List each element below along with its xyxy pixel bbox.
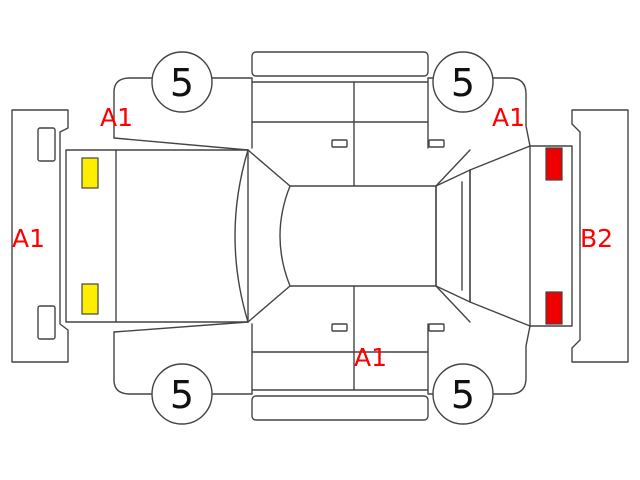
- front-bumper: [11, 109, 69, 363]
- tire-rear-left-rating: 5: [451, 61, 475, 105]
- tire-front-left: 5: [151, 51, 213, 113]
- tire-front-right-rating: 5: [170, 373, 194, 417]
- rear-bumper: [571, 109, 629, 363]
- tire-front-left-rating: 5: [170, 61, 194, 105]
- top-side-skirt: [251, 51, 429, 77]
- top-doors: [251, 81, 445, 187]
- taillight-left-marker: [545, 147, 563, 181]
- damage-code-front-right-fender: A1: [492, 103, 525, 132]
- damage-code-rear-bumper: B2: [580, 224, 613, 253]
- headlight-right-marker: [81, 283, 99, 315]
- bottom-side-skirt: [251, 395, 429, 421]
- bottom-doors: [251, 285, 445, 391]
- damage-code-right-side: A1: [354, 343, 387, 372]
- tire-front-right: 5: [151, 363, 213, 425]
- damage-code-front-bumper: A1: [12, 224, 45, 253]
- tire-rear-right-rating: 5: [451, 373, 475, 417]
- tire-rear-right: 5: [432, 363, 494, 425]
- taillight-right-marker: [545, 291, 563, 325]
- headlight-left-marker: [81, 157, 99, 189]
- car-top-view: [65, 137, 573, 333]
- tire-rear-left: 5: [432, 51, 494, 113]
- damage-code-front-left-fender: A1: [100, 103, 133, 132]
